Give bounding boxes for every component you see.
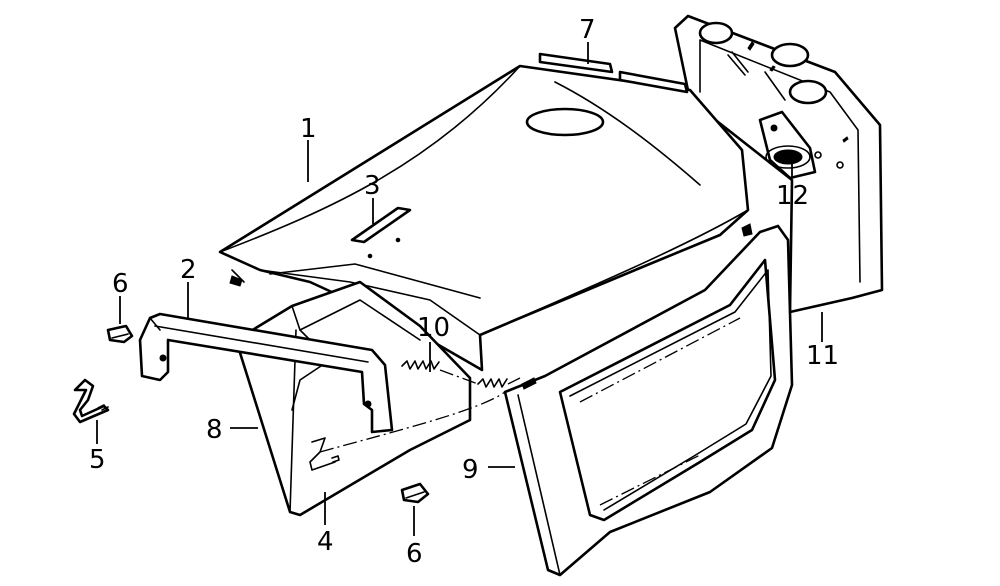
bumper-pad-part-6-lower: [400, 482, 430, 504]
springs-part-10: [319, 360, 521, 453]
bumper-pad-part-6-left: [106, 324, 134, 344]
spring-clip-part-5: [72, 378, 110, 424]
latch-bracket-part-12: [758, 110, 817, 180]
handle-bar-part-2: [138, 312, 394, 434]
callout-2: 2: [180, 255, 197, 285]
callout-11: 11: [806, 341, 839, 371]
hood-strips-part-7: [538, 52, 689, 94]
callout-12: 12: [776, 181, 809, 211]
callout-8: 8: [206, 415, 223, 445]
callout-5: 5: [89, 445, 106, 475]
callout-10: 10: [417, 313, 450, 343]
callout-6-left: 6: [112, 269, 129, 299]
leader-lines: [96, 42, 823, 536]
callout-1: 1: [300, 114, 317, 144]
callout-4: 4: [317, 527, 334, 557]
callout-numbers: 1 2 3 4 5 6 6 7 8 9 10 11 12: [89, 15, 839, 569]
callout-7: 7: [579, 15, 596, 45]
callout-3: 3: [364, 171, 381, 201]
decal-part-3: [350, 206, 412, 259]
right-side-panel-part-9: [503, 223, 794, 577]
latch-pin-part-4: [309, 437, 340, 471]
callout-9: 9: [462, 455, 479, 485]
callout-6-lower: 6: [406, 539, 423, 569]
